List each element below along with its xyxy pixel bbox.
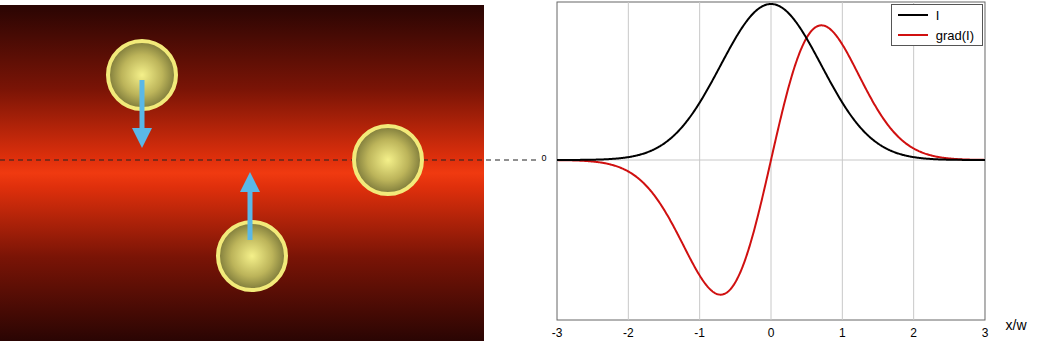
legend-row: grad(I) — [892, 25, 982, 45]
grid-line — [842, 2, 843, 320]
tick-label: 0 — [768, 327, 775, 339]
tick-label: -2 — [623, 327, 634, 339]
legend: Igrad(I) — [891, 4, 983, 46]
legend-sample — [898, 14, 928, 16]
tick-label: -3 — [552, 327, 563, 339]
tick-label: 1 — [839, 327, 846, 339]
laser-beam — [0, 5, 484, 341]
legend-sample — [898, 34, 928, 36]
tick-label: 3 — [982, 327, 989, 339]
plot-frame — [557, 2, 985, 320]
legend-row: I — [892, 5, 982, 25]
intensity-curve — [557, 4, 985, 160]
axis-marker: 0 — [541, 154, 546, 163]
grid-line — [913, 2, 914, 320]
legend-text: grad(I) — [936, 28, 974, 43]
tick-label: -1 — [694, 327, 705, 339]
force-arrow — [248, 182, 253, 240]
particle — [354, 126, 422, 194]
plot — [557, 2, 985, 320]
force-arrow — [140, 80, 145, 138]
axis-title: x/w — [1006, 318, 1027, 332]
legend-text: I — [936, 8, 940, 23]
grid-line — [628, 2, 629, 320]
grid-line — [699, 2, 700, 320]
tick-label: 2 — [910, 327, 917, 339]
gradient-curve — [557, 25, 985, 294]
beam-axis — [0, 159, 540, 160]
